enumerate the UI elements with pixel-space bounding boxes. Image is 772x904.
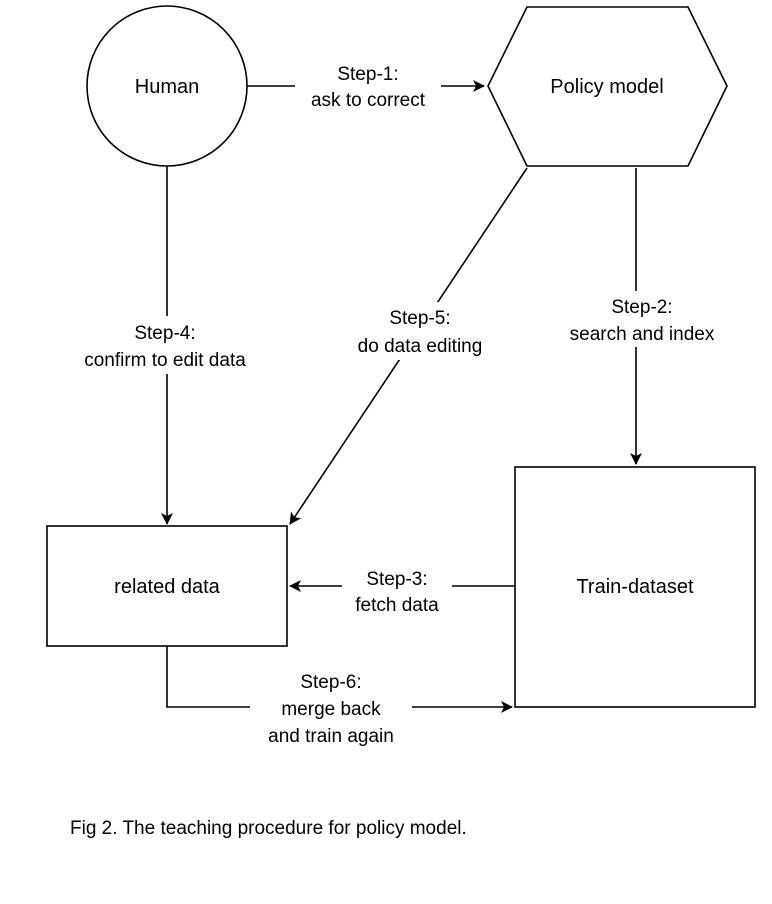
related-data-label: related data: [114, 576, 221, 598]
edge-label-step1: Step-1: ask to correct: [295, 58, 441, 114]
edge-label-line: confirm to edit data: [84, 350, 246, 371]
edge-label-line: Step-4:: [134, 323, 195, 344]
human-circle: [86, 5, 248, 167]
node-policy-model: Policy model: [487, 6, 728, 167]
train-dataset-label: Train-dataset: [576, 576, 694, 598]
edge-label-line: Step-3:: [366, 569, 427, 590]
edge-label-step2: Step-2: search and index: [548, 291, 736, 347]
edge-label-step6: Step-6: merge back and train again: [250, 667, 412, 753]
policy-model-hexagon: [487, 6, 728, 167]
edge-label-line: and train again: [268, 726, 394, 747]
edge-label-bg: [337, 302, 503, 360]
edge-label-line: Step-1:: [337, 64, 398, 85]
edge-label-bg: [60, 316, 270, 374]
edge-label-line: Step-5:: [389, 308, 450, 329]
human-label: Human: [135, 76, 199, 98]
node-train-dataset: Train-dataset: [514, 466, 756, 708]
related-data-box: [46, 525, 288, 647]
figure-caption: Fig 2. The teaching procedure for policy…: [70, 818, 467, 839]
edge-label-line: do data editing: [358, 336, 483, 357]
node-human: Human: [86, 5, 248, 167]
edge-label-step5: Step-5: do data editing: [337, 302, 503, 360]
edge-label-bg: [295, 58, 441, 114]
edge-label-line: search and index: [570, 324, 715, 345]
edge-label-line: Step-2:: [611, 297, 672, 318]
edge-label-line: fetch data: [355, 595, 439, 616]
edge-label-line: Step-6:: [300, 672, 361, 693]
edge-label-bg: [250, 667, 412, 753]
policy-model-label: Policy model: [550, 76, 663, 98]
edge-label-bg: [548, 291, 736, 347]
node-related-data: related data: [46, 525, 288, 647]
edge-label-line: merge back: [281, 699, 381, 720]
train-dataset-box: [514, 466, 756, 708]
edge-label-step4: Step-4: confirm to edit data: [60, 316, 270, 374]
edge-label-step3: Step-3: fetch data: [342, 563, 452, 619]
edge-label-bg: [342, 563, 452, 619]
edge-label-line: ask to correct: [311, 90, 426, 111]
